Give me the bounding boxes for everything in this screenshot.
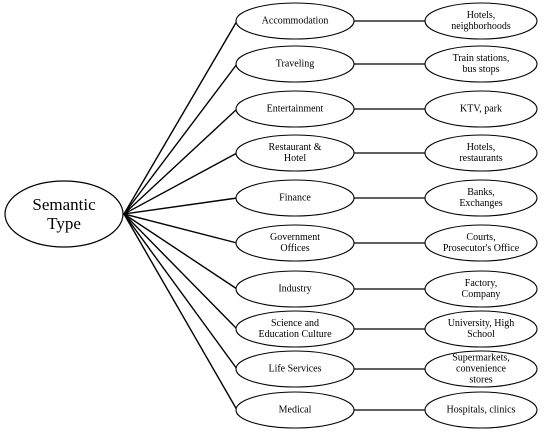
example-label: University, High [448, 318, 515, 329]
example-node [424, 2, 538, 40]
hub-connector [123, 108, 238, 215]
hub-connector [123, 213, 238, 244]
root-node [4, 180, 124, 248]
example-label: Train stations, [453, 53, 510, 64]
category-node [235, 270, 355, 308]
category-label: Restaurant & [268, 142, 321, 153]
example-node [424, 179, 538, 217]
category-label: Education Culture [258, 329, 332, 340]
category-label: Finance [279, 193, 311, 204]
category-node [235, 350, 355, 388]
category-label: Life Services [268, 364, 321, 375]
connector-lines [123, 20, 425, 411]
hub-connector [123, 213, 238, 330]
hub-connector [123, 63, 238, 215]
example-label: neighborhoods [451, 21, 511, 32]
example-label: Prosecutor's Office [443, 243, 520, 254]
category-label: Traveling [276, 59, 315, 70]
example-node [424, 310, 538, 348]
category-node [235, 224, 355, 262]
example-node [424, 90, 538, 128]
example-node [424, 224, 538, 262]
example-label: Hospitals, clinics [447, 405, 516, 416]
example-label: stores [469, 375, 492, 386]
category-node [235, 45, 355, 83]
example-node [424, 45, 538, 83]
example-label: KTV, park [460, 104, 502, 115]
root-label: Semantic [32, 195, 96, 214]
hub-connector [123, 213, 238, 411]
example-node [424, 270, 538, 308]
example-label: Courts, [466, 232, 495, 243]
category-node [235, 310, 355, 348]
hub-connector [123, 20, 238, 215]
example-node [424, 350, 538, 388]
category-label: Industry [278, 284, 311, 295]
hub-connector [123, 213, 238, 290]
example-label: Supermarkets, [452, 353, 510, 364]
category-label: Accommodation [262, 16, 329, 27]
category-node [235, 134, 355, 172]
hub-connector [123, 213, 238, 370]
example-node [424, 134, 538, 172]
example-label: Company [462, 289, 501, 300]
category-node [235, 179, 355, 217]
category-node [235, 2, 355, 40]
example-label: Exchanges [459, 198, 502, 209]
category-label: Entertainment [267, 104, 324, 115]
example-label: convenience [456, 364, 507, 375]
example-label: School [467, 329, 495, 340]
example-label: Factory, [465, 278, 497, 289]
category-label: Medical [279, 405, 312, 416]
example-label: Hotels, [467, 10, 496, 21]
example-label: restaurants [459, 153, 502, 164]
example-label: bus stops [463, 64, 500, 75]
category-label: Offices [280, 243, 309, 254]
hub-connector [123, 152, 238, 215]
category-label: Science and [271, 318, 319, 329]
root-label: Type [47, 214, 81, 233]
example-label: Hotels, [467, 142, 496, 153]
example-node [424, 391, 538, 429]
category-label: Hotel [284, 153, 306, 164]
nodes [4, 2, 538, 429]
category-node [235, 391, 355, 429]
hub-connector [123, 197, 238, 215]
category-node [235, 90, 355, 128]
category-label: Government [270, 232, 320, 243]
example-label: Banks, [467, 187, 495, 198]
